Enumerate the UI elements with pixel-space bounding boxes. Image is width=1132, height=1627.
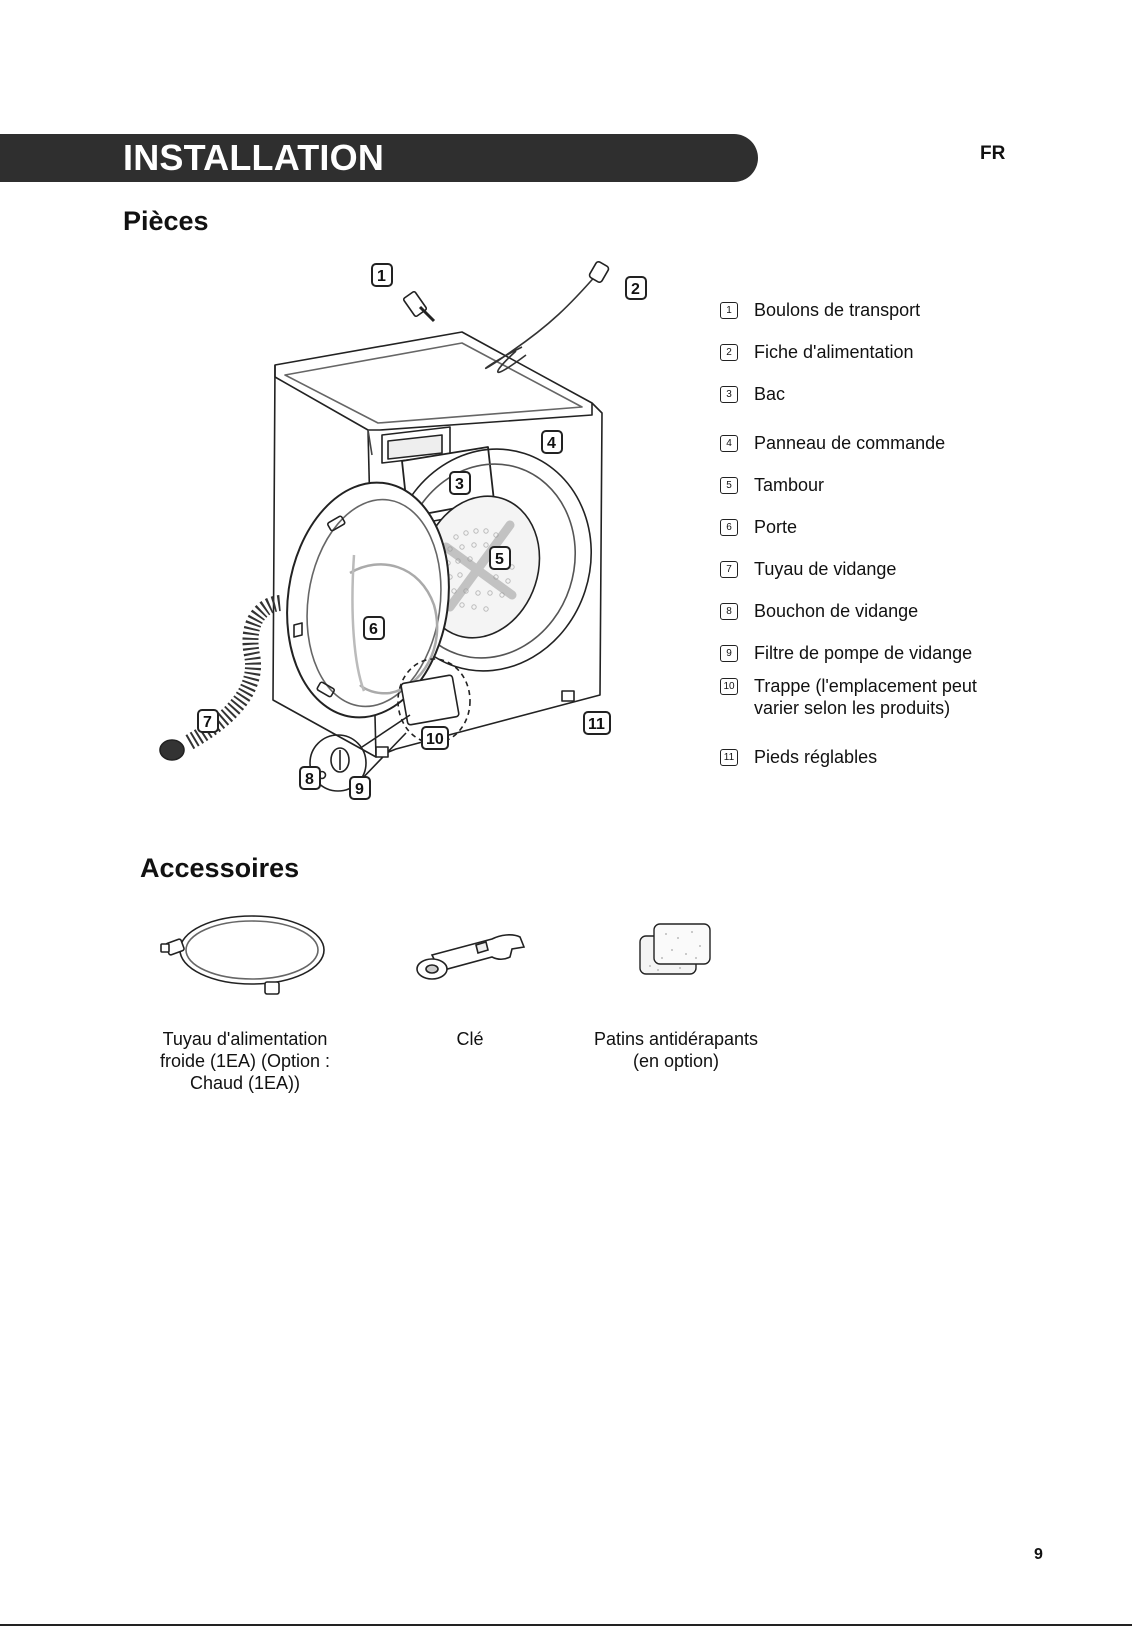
open-door bbox=[286, 481, 450, 719]
power-plug bbox=[484, 261, 610, 374]
transport-bolt bbox=[402, 290, 436, 323]
legend-label: Tambour bbox=[754, 475, 825, 495]
legend-number: 9 bbox=[720, 645, 738, 662]
svg-text:3: 3 bbox=[455, 476, 464, 493]
accessory-label-line: (en option) bbox=[632, 1051, 720, 1071]
washing-machine-diagram: 1 2 3 4 5 6 7 8 9 10 11 bbox=[159, 261, 647, 800]
legend-label: Filtre de pompe de vidange bbox=[754, 643, 973, 663]
svg-text:4: 4 bbox=[547, 435, 556, 452]
service-flap-area bbox=[397, 658, 471, 744]
legend-number: 7 bbox=[720, 561, 738, 578]
svg-text:5: 5 bbox=[495, 551, 504, 568]
callout-9: 9 bbox=[349, 776, 371, 800]
accessory-label-line: Chaud (1EA)) bbox=[189, 1073, 301, 1093]
wrench-icon bbox=[416, 934, 526, 980]
callout-4: 4 bbox=[541, 430, 563, 454]
legend-label: Porte bbox=[754, 517, 798, 537]
anti-slip-pads-image bbox=[639, 923, 711, 975]
legend-label: Bouchon de vidange bbox=[754, 601, 919, 621]
legend-label: Tuyau de vidange bbox=[754, 559, 897, 579]
svg-text:10: 10 bbox=[426, 731, 444, 748]
parts-heading: Pièces bbox=[123, 206, 209, 236]
svg-text:6: 6 bbox=[369, 621, 378, 638]
accessory-label-line: Tuyau d'alimentation bbox=[162, 1029, 328, 1049]
legend-number: 11 bbox=[720, 749, 738, 766]
section-title: INSTALLATION bbox=[123, 137, 385, 178]
accessory-label-pads: Patins antidérapants (en option) bbox=[566, 1028, 786, 1072]
svg-text:7: 7 bbox=[203, 714, 212, 731]
legend-number: 1 bbox=[720, 302, 738, 319]
legend-label: Boulons de transport bbox=[754, 300, 921, 320]
legend-label: Fiche d'alimentation bbox=[754, 342, 914, 362]
svg-text:9: 9 bbox=[355, 781, 364, 798]
accessory-label-inlet-hose: Tuyau d'alimentation froide (1EA) (Optio… bbox=[135, 1028, 355, 1094]
inlet-hose-image bbox=[160, 915, 325, 995]
svg-text:8: 8 bbox=[305, 771, 314, 788]
pump-filter-inset bbox=[309, 734, 367, 792]
drain-hose bbox=[184, 595, 282, 750]
language-code: FR bbox=[980, 143, 1006, 164]
accessories-heading: Accessoires bbox=[140, 853, 300, 883]
section-banner bbox=[0, 134, 758, 182]
legend-number: 2 bbox=[720, 344, 738, 361]
legend-label: Panneau de commande bbox=[754, 433, 946, 453]
callout-6: 6 bbox=[363, 616, 385, 640]
legend-label: Trappe (l'emplacement peut varier selon … bbox=[754, 676, 977, 718]
legend-number: 6 bbox=[720, 519, 738, 536]
legend-number: 5 bbox=[720, 477, 738, 494]
callout-11: 11 bbox=[583, 711, 611, 735]
svg-text:2: 2 bbox=[631, 281, 640, 298]
accessory-label-line: froide (1EA) (Option : bbox=[159, 1051, 331, 1071]
callout-2: 2 bbox=[625, 276, 647, 300]
callout-7: 7 bbox=[197, 709, 219, 733]
svg-text:11: 11 bbox=[588, 716, 605, 733]
legend-number: 10 bbox=[720, 678, 738, 695]
bottom-rule bbox=[0, 1624, 1132, 1626]
svg-text:1: 1 bbox=[377, 268, 386, 285]
legend-number: 8 bbox=[720, 603, 738, 620]
legend-number: 3 bbox=[720, 386, 738, 403]
accessory-label-line: Clé bbox=[456, 1029, 484, 1049]
callout-5: 5 bbox=[489, 546, 511, 570]
legend-number: 4 bbox=[720, 435, 738, 452]
callout-8: 8 bbox=[299, 766, 321, 790]
callout-1: 1 bbox=[371, 263, 393, 287]
callout-3: 3 bbox=[449, 471, 471, 495]
page-number: 9 bbox=[1034, 1546, 1043, 1563]
accessory-label-line: Patins antidérapants bbox=[593, 1029, 759, 1049]
accessory-label-wrench: Clé bbox=[410, 1028, 530, 1050]
callout-10: 10 bbox=[421, 726, 449, 750]
legend-label: Pieds réglables bbox=[754, 747, 878, 767]
legend-label: Bac bbox=[754, 384, 786, 404]
